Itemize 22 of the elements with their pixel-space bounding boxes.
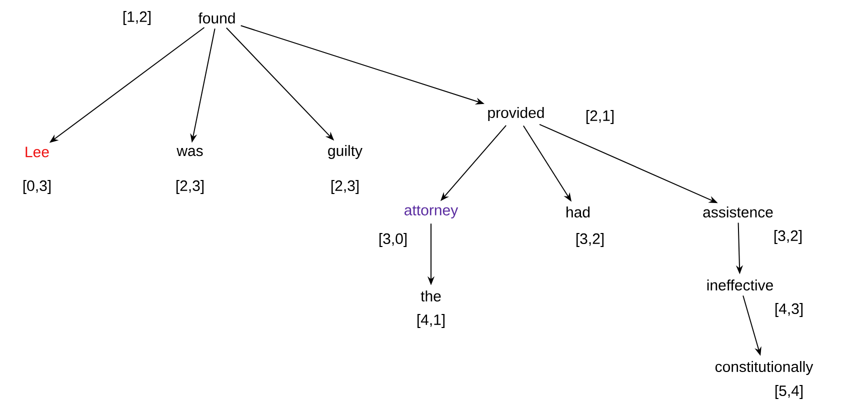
index-label: [2,3] (331, 180, 359, 194)
index-label: [5,4] (775, 385, 803, 399)
word: guilty (328, 145, 362, 159)
word: was (176, 148, 203, 156)
index-label: [3,0] (379, 233, 407, 247)
index-label: [2,3] (176, 180, 204, 194)
index-label: [3,2] (576, 233, 604, 247)
word: ineffective (707, 280, 773, 290)
word: attorney (404, 206, 458, 218)
word: assistence (703, 206, 773, 218)
word: provided (488, 107, 544, 121)
word: Lee (26, 146, 49, 158)
index-label: [4,1] (417, 314, 445, 328)
index-label: [4,3] (775, 303, 803, 317)
word: found (198, 12, 235, 24)
word: the (420, 290, 441, 302)
word: constitutionally (715, 361, 814, 375)
index-label: [1,2] (123, 11, 151, 25)
index-label: [2,1] (586, 110, 614, 124)
word: had (566, 206, 590, 218)
index-label: [3,2] (774, 230, 802, 244)
index-label: [0,3] (23, 180, 51, 194)
